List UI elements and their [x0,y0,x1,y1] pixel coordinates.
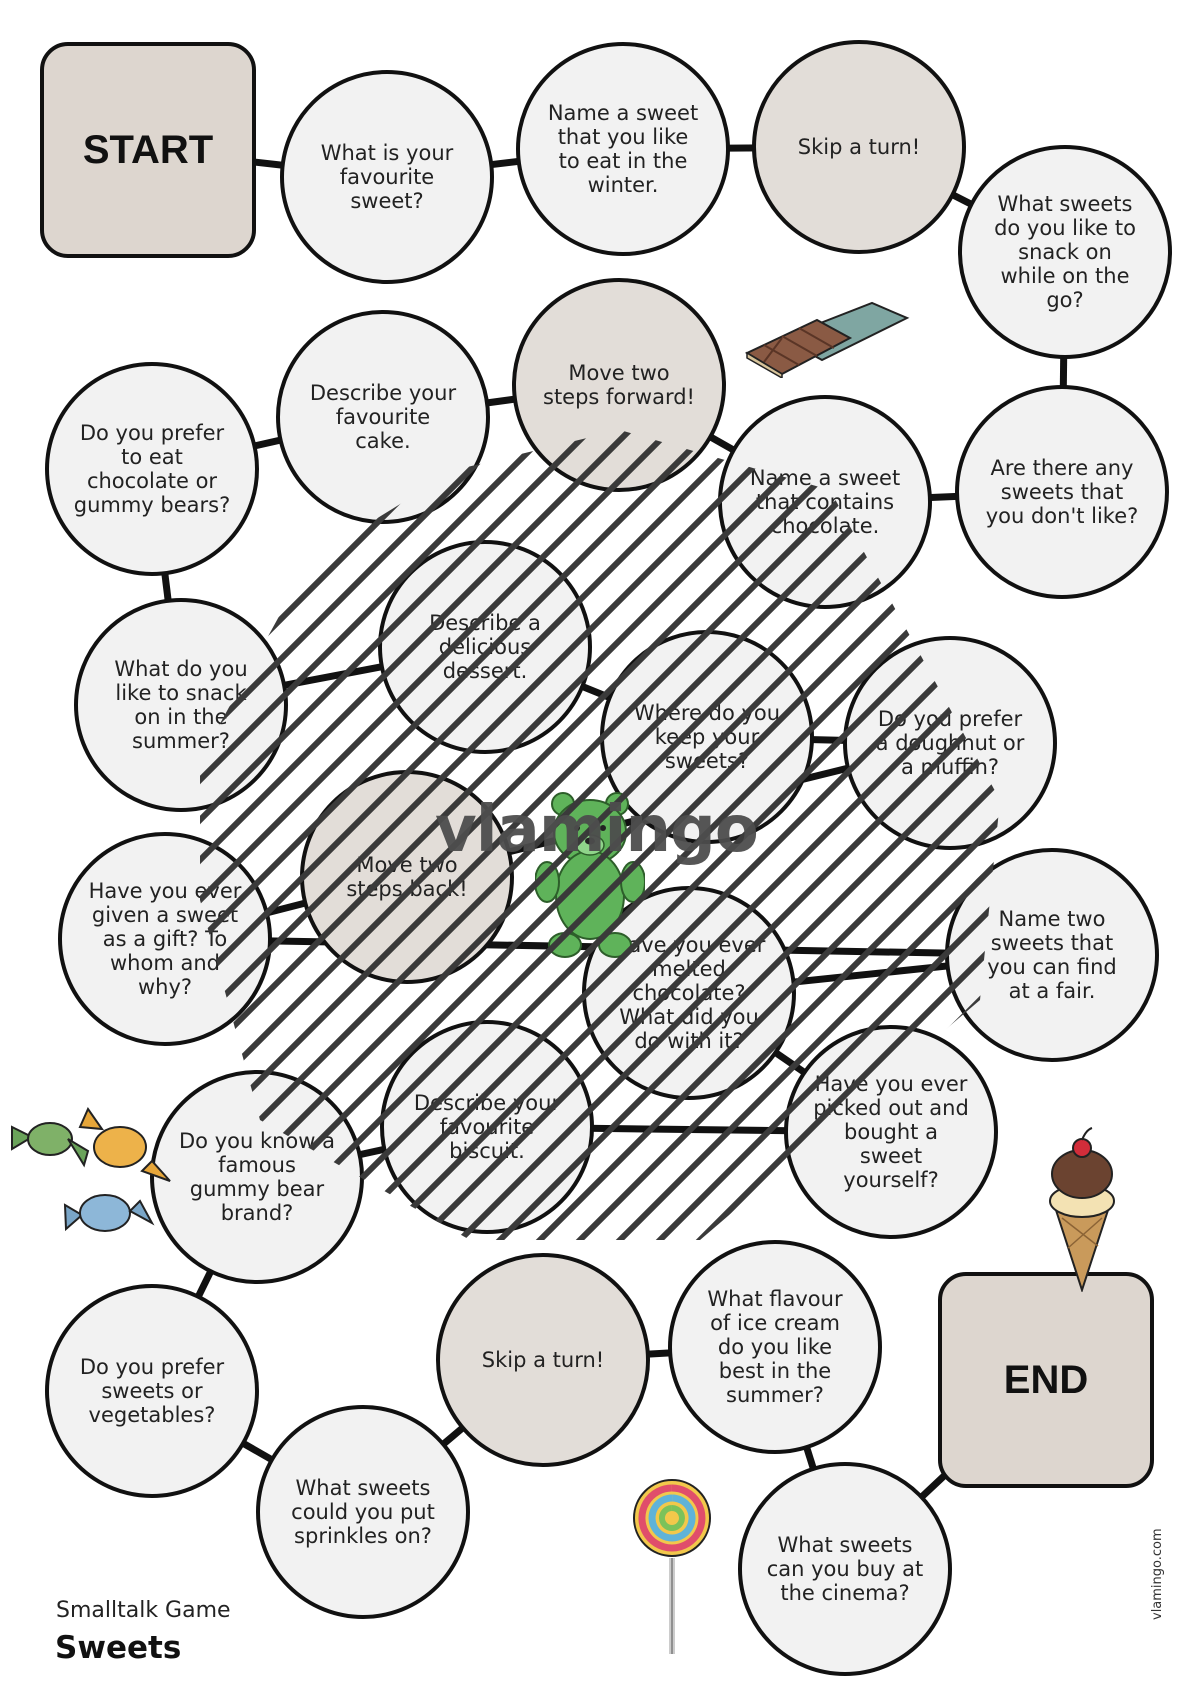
space-text: What sweets could you put sprinkles on? [291,1476,435,1548]
space-text: Do you prefer sweets or vegetables? [79,1355,225,1427]
space-text: What flavour of ice cream do you like be… [707,1287,843,1407]
space-10[interactable]: What do you like to snack on in the summ… [74,598,288,812]
lollipop-icon [633,1479,711,1654]
space-16[interactable]: Name two sweets that you can find at a f… [945,848,1159,1062]
space-25[interactable]: What sweets can you buy at the cinema? [738,1462,952,1676]
space-text: Do you prefer to eat chocolate or gummy … [73,421,231,517]
space-1[interactable]: What is your favourite sweet? [280,70,494,284]
space-text: What sweets do you like to snack on whil… [994,192,1136,312]
space-text: Have you ever given a sweet as a gift? T… [88,879,242,999]
game-title: Sweets [55,1630,182,1666]
space-text: END [1003,1358,1089,1402]
space-text: What do you like to snack on in the summ… [114,657,248,753]
space-2[interactable]: Name a sweet that you like to eat in the… [516,42,730,256]
space-text: What sweets can you buy at the cinema? [766,1533,924,1605]
space-19[interactable]: Describe your favourite biscuit. [380,1020,594,1234]
space-text: Move two steps forward! [543,361,695,409]
space-text: Describe your favourite cake. [309,381,457,453]
watermark-logo: vlamingo [435,793,759,867]
space-22[interactable]: What sweets could you put sprinkles on? [256,1405,470,1619]
space-9[interactable]: Do you prefer to eat chocolate or gummy … [45,362,259,576]
space-24[interactable]: What flavour of ice cream do you like be… [668,1240,882,1454]
space-13[interactable]: Do you prefer a doughnut or a muffin? [843,636,1057,850]
space-text: Name a sweet that you like to eat in the… [547,101,699,197]
space-text: Name two sweets that you can find at a f… [987,907,1117,1003]
space-8[interactable]: Describe your favourite cake. [276,310,490,524]
space-end[interactable]: END [938,1272,1154,1488]
ice-cream-cone-icon [1049,1127,1115,1292]
space-3[interactable]: Skip a turn! [752,40,966,254]
space-11[interactable]: Describe a delicious dessert. [378,540,592,754]
space-text: Name a sweet that contains chocolate. [749,466,901,538]
space-4[interactable]: What sweets do you like to snack on whil… [958,145,1172,359]
space-6[interactable]: Name a sweet that contains chocolate. [718,395,932,609]
space-text: Have you ever picked out and bought a sw… [813,1072,969,1192]
chocolate-bar-icon [744,301,910,378]
space-text: Describe a delicious dessert. [429,611,541,683]
space-text: Skip a turn! [481,1348,605,1372]
space-text: START [82,128,214,172]
space-20[interactable]: Do you know a famous gummy bear brand? [150,1070,364,1284]
space-text: Do you know a famous gummy bear brand? [179,1129,335,1225]
space-18[interactable]: Have you ever picked out and bought a sw… [784,1025,998,1239]
candies-icon [11,1106,171,1232]
game-subtitle: Smalltalk Game [56,1598,231,1623]
space-15[interactable]: Have you ever given a sweet as a gift? T… [58,832,272,1046]
space-start[interactable]: START [40,42,256,258]
space-text: Where do you keep your sweets? [633,701,781,773]
space-7[interactable]: Move two steps forward! [512,278,726,492]
website-label: vlamingo.com [1150,1528,1165,1620]
space-text: What is your favourite sweet? [320,141,454,213]
space-text: Describe your favourite biscuit. [413,1091,561,1163]
space-text: Are there any sweets that you don't like… [985,456,1139,528]
space-text: Skip a turn! [797,135,921,159]
space-21[interactable]: Do you prefer sweets or vegetables? [45,1284,259,1498]
space-text: Do you prefer a doughnut or a muffin? [875,707,1025,779]
space-5[interactable]: Are there any sweets that you don't like… [955,385,1169,599]
space-23[interactable]: Skip a turn! [436,1253,650,1467]
